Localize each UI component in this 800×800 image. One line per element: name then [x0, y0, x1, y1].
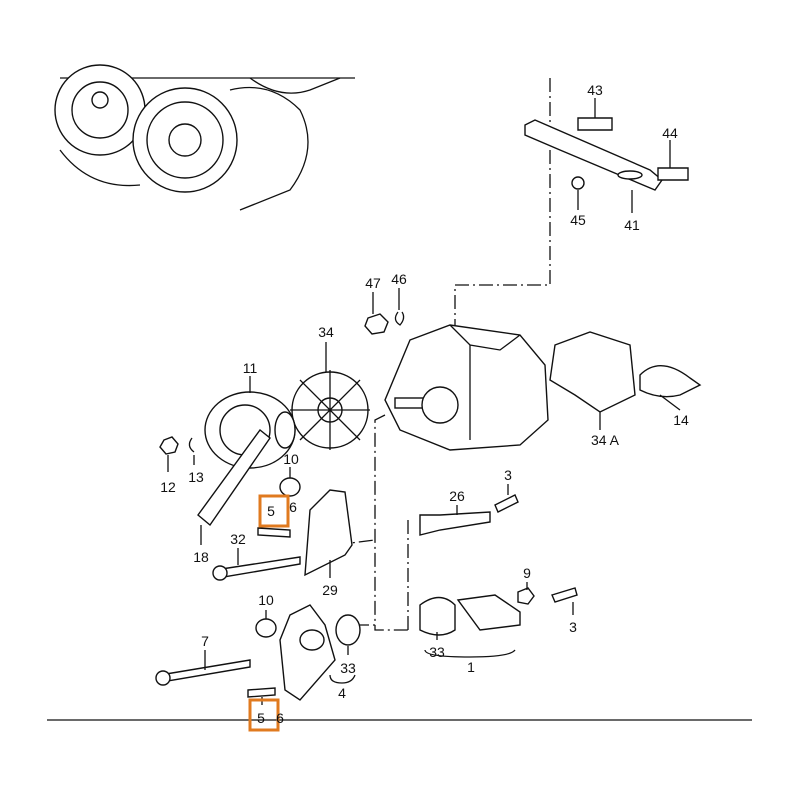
alternator: [384, 324, 549, 451]
label-10-lower: 10: [258, 592, 274, 608]
label-44: 44: [662, 125, 678, 141]
label-3-lower: 3: [569, 619, 577, 635]
bracket-26: [419, 511, 491, 536]
pulley-11: [204, 391, 296, 469]
label-5-upper: 5: [267, 503, 275, 519]
bushing-33-right: [419, 596, 456, 636]
bracket-29: [304, 489, 353, 577]
engine-illustration: [54, 64, 355, 211]
clip-46: [394, 311, 405, 326]
nut-12: [159, 436, 179, 455]
label-6-lower: 6: [276, 710, 284, 726]
label-12: 12: [160, 479, 176, 495]
highlight-part-5-upper[interactable]: [258, 494, 290, 528]
bolt-32: [214, 556, 301, 579]
label-29: 29: [322, 582, 338, 598]
label-9: 9: [523, 565, 531, 581]
bracket-1: [456, 594, 521, 631]
label-45: 45: [570, 212, 586, 228]
bracket-41: [524, 117, 689, 191]
label-33-left: 33: [340, 660, 356, 676]
label-46: 46: [391, 271, 407, 287]
label-6-upper: 6: [289, 499, 297, 515]
label-34: 34: [318, 324, 334, 340]
bracket-4: [279, 604, 336, 701]
fan-34: [290, 370, 370, 450]
label-5-lower: 5: [257, 710, 265, 726]
label-10-upper: 10: [283, 451, 299, 467]
label-3-upper: 3: [504, 467, 512, 483]
cap-10-lower: [255, 618, 277, 638]
belt-18: [197, 428, 271, 527]
bolt-3-upper: [494, 494, 519, 513]
label-13: 13: [188, 469, 204, 485]
label-26: 26: [449, 488, 465, 504]
label-34a: 34 A: [591, 432, 620, 448]
bolt-5-upper: [257, 527, 291, 538]
bolt-3-lower: [551, 587, 578, 603]
nut-9: [517, 587, 535, 605]
label-1: 1: [467, 659, 475, 675]
label-11: 11: [243, 360, 258, 376]
label-41: 41: [624, 217, 640, 233]
label-14: 14: [673, 412, 689, 428]
cap-10-upper: [279, 477, 301, 497]
brace-1: [424, 649, 516, 658]
bushing-33-left: [335, 614, 361, 646]
label-32: 32: [230, 531, 246, 547]
regulator-34a: [549, 331, 636, 413]
highlight-part-5-lower[interactable]: [248, 698, 280, 732]
cover-14: [639, 365, 702, 398]
label-7: 7: [201, 633, 209, 649]
label-33-right: 33: [429, 644, 445, 660]
label-4: 4: [338, 685, 346, 701]
brace-4: [329, 674, 356, 684]
washer-13: [188, 437, 195, 453]
nut-47: [364, 313, 389, 335]
label-18: 18: [193, 549, 209, 565]
label-43: 43: [587, 82, 603, 98]
bolt-5-lower: [247, 687, 276, 698]
label-47: 47: [365, 275, 381, 291]
